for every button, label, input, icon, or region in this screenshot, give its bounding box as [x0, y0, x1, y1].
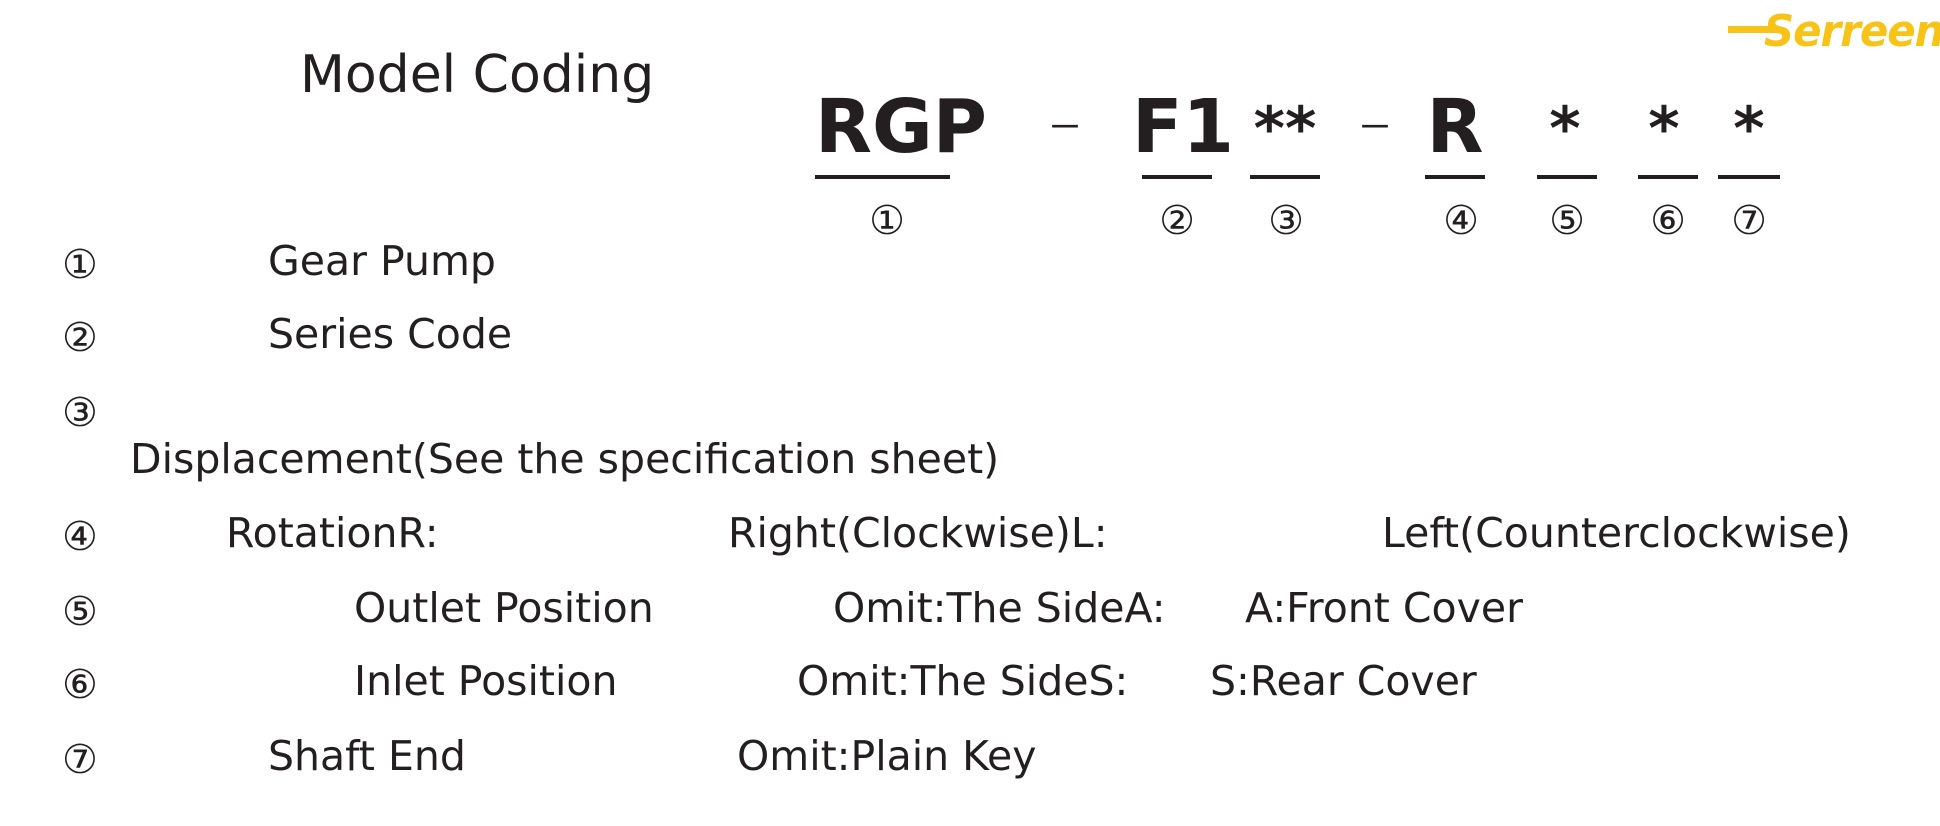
code-underline-5 — [1537, 175, 1597, 179]
code-underline-4 — [1425, 175, 1485, 179]
code-number-5: ⑤ — [1549, 198, 1585, 244]
legend-label-5: Outlet Position — [354, 584, 654, 632]
code-number-4: ④ — [1443, 198, 1479, 244]
code-number-3: ③ — [1268, 198, 1304, 244]
legend-option-4b: Left(Counterclockwise) — [1382, 509, 1851, 557]
code-underline-6 — [1638, 175, 1698, 179]
code-number-7: ⑦ — [1731, 198, 1767, 244]
code-part-4: R — [1426, 84, 1484, 170]
legend-option-5a: Omit:The SideA: — [833, 584, 1166, 632]
legend-number-2: ② — [62, 315, 98, 361]
legend-number-7: ⑦ — [62, 737, 98, 783]
code-part-3: ** — [1253, 94, 1317, 164]
legend-number-3: ③ — [62, 390, 98, 436]
code-separator-2: – — [1359, 86, 1391, 160]
code-number-2: ② — [1159, 198, 1195, 244]
code-part-2: F1 — [1132, 84, 1235, 170]
logo-bar — [1728, 26, 1778, 33]
code-underline-3 — [1250, 175, 1320, 179]
code-underline-2 — [1142, 175, 1212, 179]
legend-text-2: Series Code — [268, 310, 513, 358]
legend-option-5b: A:Front Cover — [1245, 584, 1523, 632]
legend-label-6: Inlet Position — [354, 657, 618, 705]
logo-text: Serreen — [1764, 6, 1940, 57]
brand-logo: Serreen — [1728, 4, 1940, 60]
legend-text-3: Displacement(See the specification sheet… — [130, 435, 1000, 483]
legend-number-6: ⑥ — [62, 662, 98, 708]
legend-option-4a: Right(Clockwise)L: — [728, 509, 1108, 557]
code-part-5: * — [1549, 94, 1581, 164]
code-part-1: RGP — [815, 84, 987, 170]
legend-number-1: ① — [62, 242, 98, 288]
code-number-6: ⑥ — [1650, 198, 1686, 244]
legend-number-5: ⑤ — [62, 589, 98, 635]
legend-option-6b: S:Rear Cover — [1210, 657, 1477, 705]
legend-text-1: Gear Pump — [268, 237, 496, 285]
code-underline-7 — [1718, 175, 1780, 179]
code-underline-1 — [815, 175, 950, 179]
code-part-6: * — [1648, 94, 1680, 164]
legend-number-4: ④ — [62, 514, 98, 560]
code-separator-1: – — [1049, 86, 1081, 160]
legend-label-7: Shaft End — [268, 732, 466, 780]
legend-option-7a: Omit:Plain Key — [737, 732, 1037, 780]
page-title: Model Coding — [300, 45, 655, 105]
legend-label-4: RotationR: — [226, 509, 439, 557]
code-number-1: ① — [869, 198, 905, 244]
legend-option-6a: Omit:The SideS: — [797, 657, 1129, 705]
code-part-7: * — [1733, 94, 1765, 164]
